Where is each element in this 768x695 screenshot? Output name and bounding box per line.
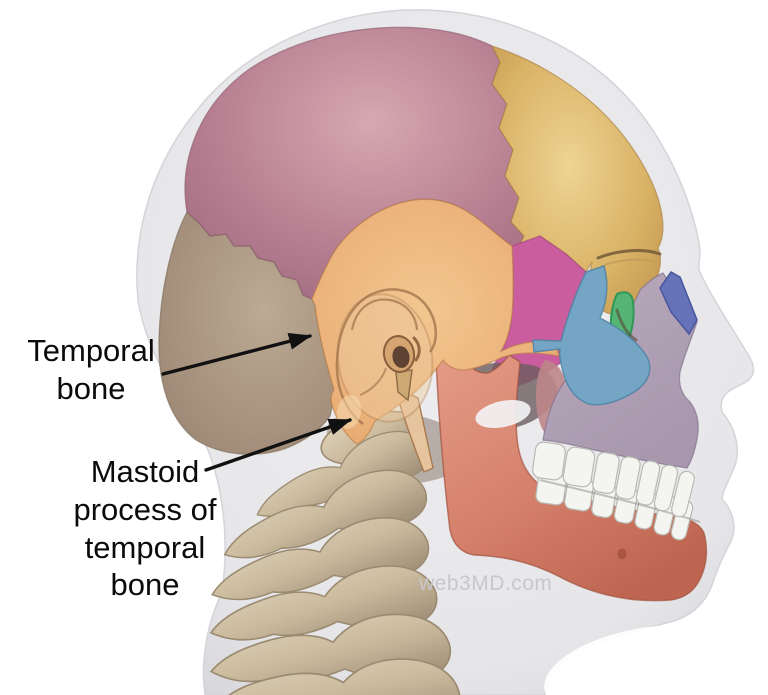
zygomatic-bone-shape <box>532 265 651 406</box>
annotation-arrows <box>161 333 352 472</box>
mental-foramen <box>617 548 627 560</box>
orbital-fissure-shadow <box>615 308 638 342</box>
orbit-rim-highlight <box>601 258 657 267</box>
watermark: web3MD.com <box>419 572 553 595</box>
antihelix-curve <box>359 367 387 396</box>
tragus-curve <box>412 336 421 362</box>
arrow-mastoid-process <box>204 418 352 472</box>
tooth <box>635 460 661 506</box>
tooth <box>653 464 679 512</box>
tooth <box>671 470 695 518</box>
throat-highlight <box>544 625 746 695</box>
label-temporal-bone: Temporal bone <box>27 333 155 406</box>
inner-helix-curve <box>350 298 419 331</box>
tooth <box>562 446 596 488</box>
upper-teeth <box>532 441 695 518</box>
tooth <box>532 441 566 481</box>
arrow-temporal-bone <box>161 333 312 376</box>
orbit-rim-shadow <box>596 249 662 260</box>
helix-curve <box>335 288 437 425</box>
ear-structure <box>335 288 437 429</box>
tooth <box>615 456 641 500</box>
label-mastoid-process: Mastoid process of temporal bone <box>73 454 217 603</box>
mandibular-notch-highlight <box>475 400 531 428</box>
tooth <box>592 451 620 495</box>
ear-canal-hole <box>392 346 410 368</box>
nasal-bone-shape <box>659 271 698 336</box>
